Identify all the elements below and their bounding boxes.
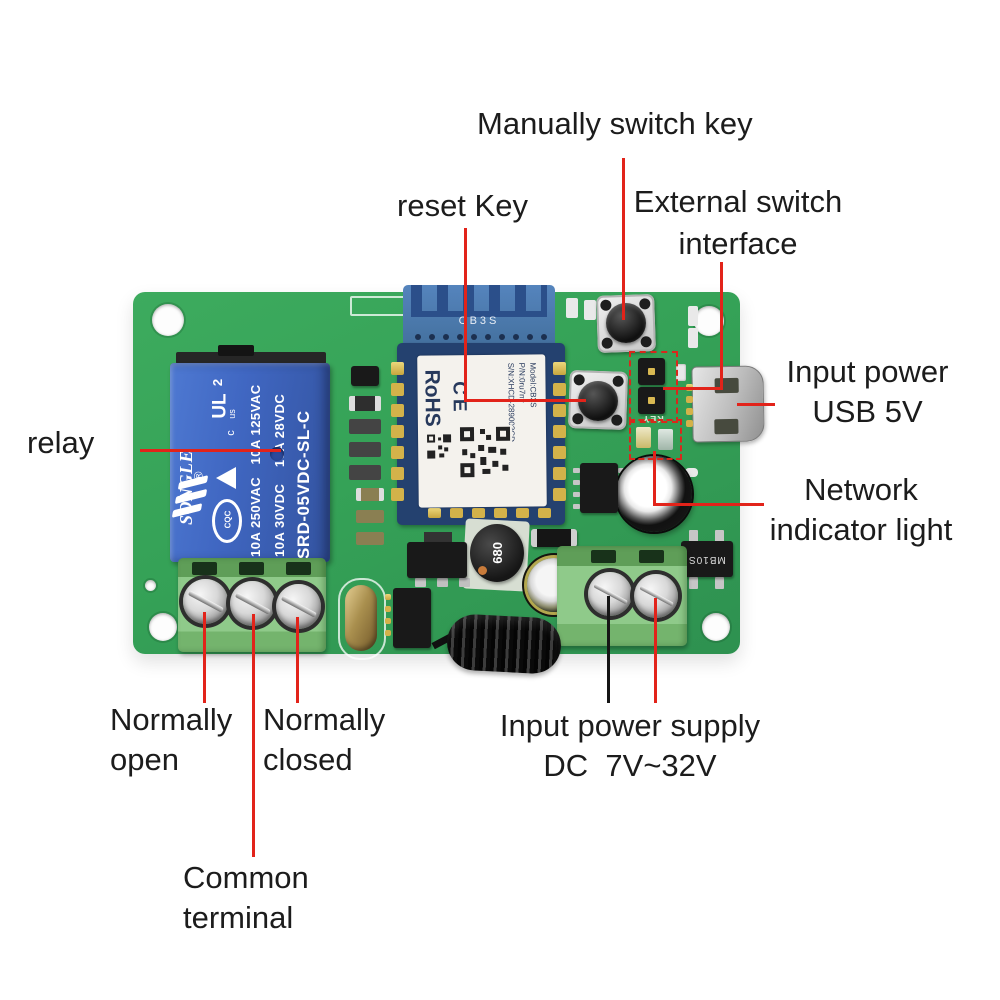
smd-capacitor-column: [356, 488, 384, 501]
soic8-chip: [580, 463, 618, 513]
mounting-hole-bottom-left: [149, 613, 177, 641]
relay-top-edge: [176, 352, 326, 364]
mounting-hole-bottom-right: [702, 613, 730, 641]
relay-ul-c: c: [224, 430, 237, 436]
label-normally-closed: Normally closed: [263, 702, 386, 777]
module-part-number: P/N:0ru7nv: [517, 362, 527, 403]
smd-pair: [566, 298, 578, 318]
label-input-power-supply: Input power supply DC 7V~32V: [499, 708, 761, 783]
bridge-legs-bottom: [689, 577, 698, 589]
terminal-screw-power-negative: [588, 572, 632, 616]
callout-line-network-horizontal: [653, 503, 764, 506]
relay-ratings-dc: 10A 30VDC 10A 28VDC: [272, 393, 287, 557]
module-pin-holes: [415, 334, 421, 340]
voltage-regulator: [407, 542, 467, 578]
spring-antenna-coil: [445, 613, 563, 675]
soic8-legs-right: [618, 468, 625, 473]
callout-line-network-vertical: [653, 451, 656, 506]
label-manually-switch-key: Manually switch key: [477, 106, 753, 141]
sot23-transistor: [351, 366, 379, 386]
smd-resistor: [676, 364, 686, 381]
label-input-power-usb: Input power USB 5V: [786, 354, 949, 429]
regulator-tab: [424, 532, 452, 544]
relay-cqc-oval: CQC: [212, 499, 242, 543]
inductor-value: 680: [489, 542, 505, 564]
header-pin-2: [638, 387, 665, 414]
callout-line-normally-open: [203, 612, 206, 703]
relay-cert-triangle: [216, 467, 236, 489]
mounting-hole-top-right: [694, 306, 724, 336]
via-hole: [145, 580, 156, 591]
callout-line-reset-vertical: [464, 228, 467, 402]
regulator-legs: [415, 578, 426, 587]
wifi-antenna-section: CB3S: [403, 285, 555, 345]
label-common-terminal: Common terminal: [183, 860, 309, 935]
smd-diode: [531, 529, 577, 547]
label-network-indicator: Network indicator light: [769, 472, 953, 547]
relay-ul-us: us: [226, 409, 237, 419]
module-castellated-pads-left: [391, 362, 404, 375]
pcb-antenna-trace: [411, 285, 547, 317]
smd-pair: [688, 328, 698, 348]
relay-component: SONGLE ® 2 UL us c CQC 10A 250VAC 10A 12…: [170, 363, 330, 562]
crystal-silkscreen-outline: [338, 578, 386, 660]
relay-ul-code: 2: [210, 378, 226, 387]
callout-line-power-positive: [654, 598, 657, 703]
callout-line-power-negative: [607, 596, 610, 703]
relay-top-component: [218, 345, 254, 356]
rf-chip: [393, 588, 431, 648]
bridge-rectifier-label: MB10S: [688, 553, 726, 565]
mounting-hole-top-left: [152, 304, 184, 336]
status-led: [658, 429, 673, 450]
callout-line-usb: [737, 403, 775, 406]
module-rohs-text: RoHS: [420, 369, 444, 427]
label-normally-open: Normally open: [110, 702, 233, 777]
module-antenna-label: CB3S: [458, 315, 500, 327]
label-reset-key: reset Key: [397, 188, 528, 223]
callout-line-external-horizontal: [663, 387, 723, 390]
callout-line-external-vertical: [720, 262, 723, 390]
bridge-legs-top: [689, 530, 698, 542]
qr-code-small: [426, 433, 453, 460]
module-label: RoHS CE Model:CB3S P/N:0ru7nv S/N:XHCD-2…: [417, 354, 547, 508]
module-castellated-pads-bottom: [428, 508, 441, 518]
relay-model: SRD-05VDC-SL-C: [294, 410, 313, 559]
label-relay: relay: [27, 425, 95, 460]
rf-chip-pads: [385, 594, 391, 600]
soic8-legs-left: [573, 468, 580, 473]
callout-line-common: [252, 614, 255, 857]
manual-switch-button: [606, 303, 646, 343]
header-pin-1: [638, 358, 665, 385]
callout-line-relay: [140, 449, 281, 452]
relay-ratings-ac: 10A 250VAC 10A 125VAC: [248, 384, 263, 557]
label-external-switch-interface: External switch interface: [633, 184, 843, 261]
module-castellated-pads-right: [553, 362, 566, 375]
crystal-oscillator: [345, 585, 377, 651]
qr-code: [457, 424, 513, 480]
inductor-copper-dot: [478, 566, 487, 575]
network-indicator-led: [636, 427, 651, 448]
callout-line-reset-horizontal: [464, 399, 586, 402]
callout-line-manual-switch: [622, 158, 625, 320]
bridge-rectifier: MB10S: [681, 541, 733, 577]
smd-resistor-column: [349, 396, 381, 411]
callout-line-normally-closed: [296, 617, 299, 703]
relay-cqc-text: CQC: [223, 510, 233, 529]
